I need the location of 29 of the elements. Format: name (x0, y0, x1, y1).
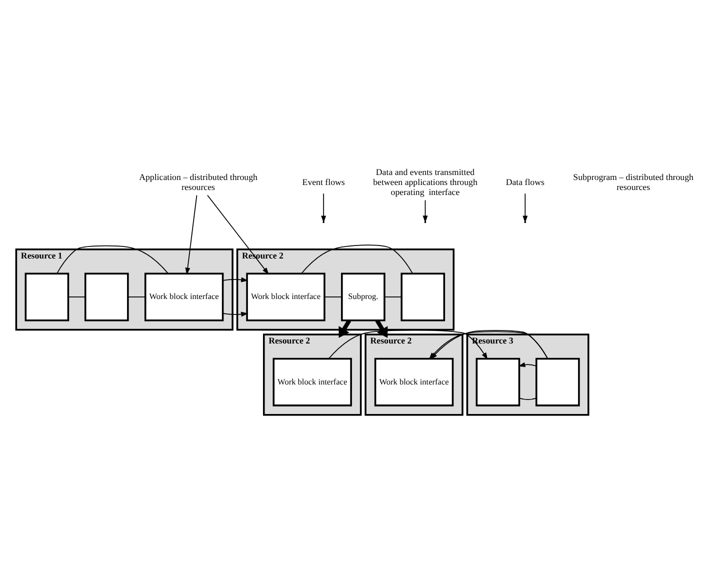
node-box: Work block interface (374, 357, 454, 406)
node-box (24, 272, 70, 321)
arrow (207, 194, 269, 274)
connector (301, 244, 413, 274)
node-box: Work block interface (144, 272, 224, 321)
connector (128, 296, 146, 297)
connector (68, 296, 86, 297)
connector (384, 296, 402, 297)
node-text: Event flows (302, 176, 345, 186)
node-box (400, 272, 446, 321)
node-text: Data and events transmitted between applications through operating interface (373, 166, 478, 196)
node-box: Work block interface (272, 357, 352, 406)
node-box: Work block interface (246, 272, 326, 321)
arrow (185, 194, 198, 274)
node-box (84, 272, 129, 321)
node-text: Data flows (506, 176, 544, 186)
node-box (536, 357, 580, 406)
node-text: Subprogram – distributed through resources (573, 171, 694, 192)
cluster: Resource 3 (466, 333, 590, 416)
node-box (476, 357, 520, 406)
arrow (518, 362, 537, 367)
arrow (222, 276, 248, 316)
connector (518, 397, 537, 400)
connector (324, 296, 342, 297)
node-text: Application – distributed through resources (139, 171, 258, 192)
connector (56, 244, 168, 274)
arrow (338, 318, 352, 338)
arrow (375, 318, 388, 338)
node-box: Subprog. (341, 272, 386, 321)
